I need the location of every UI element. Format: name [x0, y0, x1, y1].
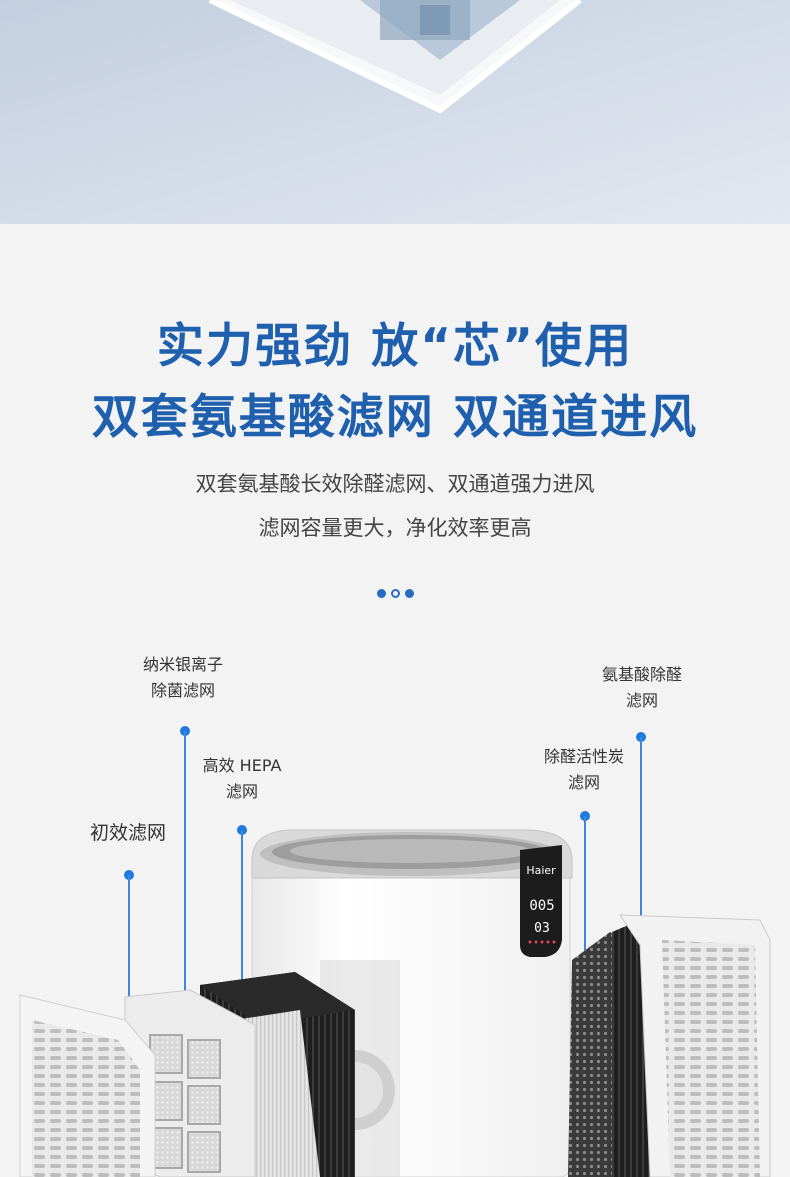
dot-3 [405, 589, 414, 598]
pagination-dots [377, 589, 415, 599]
leader-primary [128, 875, 130, 1000]
brand-logo: Haier [526, 864, 556, 877]
dot-2 [391, 589, 400, 598]
subtitle-line-1: 双套氨基酸长效除醛滤网、双通道强力进风 [195, 472, 595, 496]
label-hepa-filter: 高效 HEPA 滤网 [202, 756, 282, 801]
amino-filter-image [619, 914, 771, 1177]
top-banner-image [0, 0, 790, 224]
leader-nano-silver [184, 731, 186, 1001]
headline-line-2: 双套氨基酸滤网 双通道进风 [91, 390, 699, 445]
display-top-value: 005 [529, 898, 554, 914]
exploded-filter-view: Haier 005 03 [19, 829, 771, 1177]
purifier-top-view-image [0, 0, 790, 224]
label-carbon-filter: 除醛活性炭 滤网 [543, 747, 624, 792]
subtitle-line-2: 滤网容量更大，净化效率更高 [258, 516, 532, 540]
control-panel: Haier 005 03 [520, 845, 562, 957]
label-primary-filter: 初效滤网 [89, 822, 166, 844]
headline-line-1: 实力强劲 放“芯”使用 [156, 319, 634, 374]
primary-filter-image [19, 994, 156, 1177]
leader-hepa [241, 830, 243, 1010]
label-nano-silver-filter: 纳米银离子 除菌滤网 [142, 655, 223, 700]
leader-amino [640, 737, 642, 965]
nano-silver-filter-image [124, 989, 256, 1177]
display-bottom-value: 03 [534, 921, 550, 936]
leader-carbon [584, 816, 586, 972]
label-amino-filter: 氨基酸除醛 滤网 [601, 665, 682, 710]
dot-1 [377, 589, 386, 598]
